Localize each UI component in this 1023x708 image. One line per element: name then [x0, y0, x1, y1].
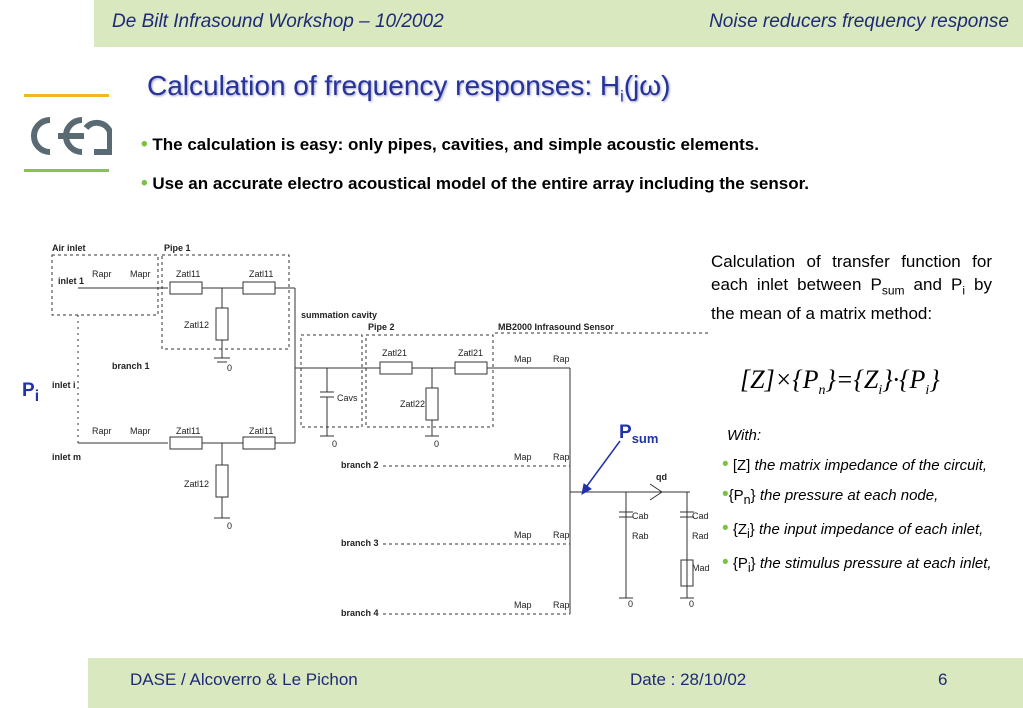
svg-text:Cad: Cad	[692, 511, 709, 521]
svg-text:Rap: Rap	[553, 452, 570, 462]
svg-text:inlet m: inlet m	[52, 452, 81, 462]
svg-text:Zatl11: Zatl11	[249, 426, 273, 436]
svg-text:0: 0	[434, 439, 439, 449]
list-item: • [Z] the matrix impedance of the circui…	[722, 454, 988, 475]
svg-text:branch 3: branch 3	[341, 538, 379, 548]
pi-label: Pi	[22, 380, 40, 405]
calculation-text: Calculation of transfer function for eac…	[711, 252, 992, 324]
svg-text:Zatl21: Zatl21	[382, 348, 407, 358]
svg-text:inlet i: inlet i	[52, 380, 76, 390]
list-item: •{Pn} the pressure at each node,	[722, 484, 939, 508]
svg-text:Mad: Mad	[692, 563, 710, 573]
svg-text:0: 0	[227, 363, 232, 373]
svg-text:Map: Map	[514, 354, 532, 364]
svg-text:Rap: Rap	[553, 354, 570, 364]
svg-text:Cab: Cab	[632, 511, 649, 521]
svg-text:Map: Map	[514, 452, 532, 462]
air-inlet-box	[51, 254, 159, 316]
svg-text:0: 0	[689, 599, 694, 609]
page-number: 6	[938, 670, 948, 689]
svg-text:Air inlet: Air inlet	[52, 243, 86, 253]
slide-title: Calculation of frequency responses: Hi(j…	[147, 70, 671, 106]
svg-text:qd: qd	[656, 472, 667, 482]
svg-text:Zatl11: Zatl11	[176, 269, 200, 279]
svg-text:Zatl11: Zatl11	[249, 269, 273, 279]
svg-text:Cavs: Cavs	[337, 393, 358, 403]
svg-text:Pipe 1: Pipe 1	[164, 243, 191, 253]
svg-text:Pipe 2: Pipe 2	[368, 322, 395, 332]
svg-text:Zatl11: Zatl11	[176, 426, 200, 436]
svg-text:Zatl21: Zatl21	[458, 348, 483, 358]
svg-text:0: 0	[332, 439, 337, 449]
header-band: De Bilt Infrasound Workshop – 10/2002 No…	[94, 0, 1023, 47]
svg-text:Map: Map	[514, 530, 532, 540]
definition-list: • [Z] the matrix impedance of the circui…	[722, 455, 1014, 587]
svg-text:Rad: Rad	[692, 531, 709, 541]
cea-logo-icon	[31, 117, 112, 155]
logo-line-bottom	[24, 169, 109, 172]
svg-text:summation cavity: summation cavity	[301, 310, 377, 320]
svg-text:Map: Map	[514, 600, 532, 610]
svg-text:Rapr: Rapr	[92, 269, 112, 279]
pipe2-box	[365, 334, 494, 428]
pipe1-box	[161, 254, 290, 350]
svg-text:0: 0	[628, 599, 633, 609]
svg-text:branch 1: branch 1	[112, 361, 150, 371]
svg-text:Zatl12: Zatl12	[184, 320, 209, 330]
svg-text:Zatl22: Zatl22	[400, 399, 425, 409]
svg-text:Rap: Rap	[553, 530, 570, 540]
list-item: • {Zi} the input impedance of each inlet…	[722, 518, 984, 542]
footer-authors: DASE / Alcoverro & Le Pichon	[130, 670, 358, 689]
header-right: Noise reducers frequency response	[709, 11, 1009, 32]
svg-text:Mapr: Mapr	[130, 269, 151, 279]
footer-date: Date : 28/10/02	[630, 670, 747, 689]
logo-line-top	[24, 94, 109, 97]
svg-text:Zatl12: Zatl12	[184, 479, 209, 489]
matrix-formula: [Z]×{Pn}={Zi}·{Pi}	[740, 365, 940, 399]
bullet-2: • Use an accurate electro acoustical mod…	[141, 173, 809, 194]
footer-band: DASE / Alcoverro & Le Pichon Date : 28/1…	[88, 658, 1023, 708]
header-left: De Bilt Infrasound Workshop – 10/2002	[112, 11, 444, 32]
svg-text:MB2000 Infrasound Sensor: MB2000 Infrasound Sensor	[498, 322, 615, 332]
svg-text:branch 4: branch 4	[341, 608, 379, 618]
svg-text:0: 0	[227, 521, 232, 531]
summation-box	[300, 334, 363, 428]
svg-text:branch 2: branch 2	[341, 460, 379, 470]
svg-text:Rap: Rap	[553, 600, 570, 610]
svg-text:Rab: Rab	[632, 531, 649, 541]
svg-text:Mapr: Mapr	[130, 426, 151, 436]
list-item: • {Pi} the stimulus pressure at each inl…	[722, 552, 992, 576]
with-label: With:	[727, 427, 762, 444]
svg-text:Rapr: Rapr	[92, 426, 112, 436]
psum-label: Psum	[619, 422, 659, 446]
bullet-1: • The calculation is easy: only pipes, c…	[141, 134, 759, 155]
svg-text:inlet 1: inlet 1	[58, 276, 84, 286]
